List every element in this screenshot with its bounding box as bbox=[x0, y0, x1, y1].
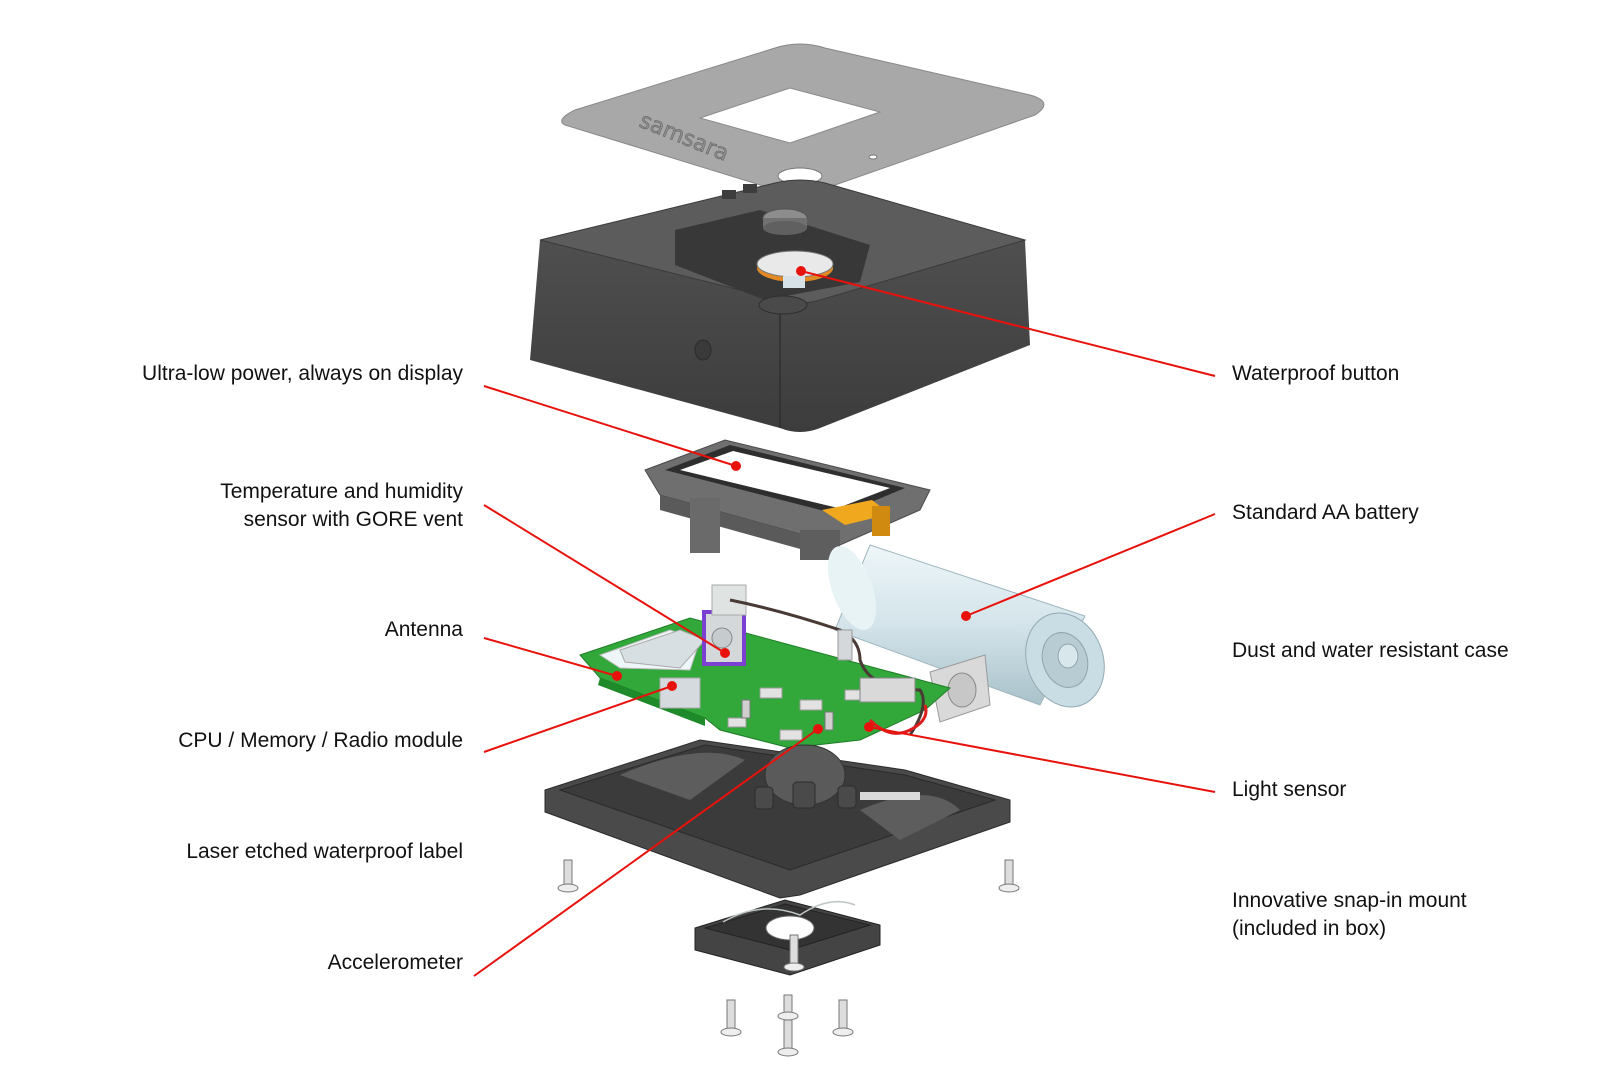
callout-aa-battery: Standard AA battery bbox=[1232, 499, 1419, 527]
leader-line-antenna bbox=[483, 637, 618, 677]
leader-dot-antenna bbox=[612, 671, 622, 681]
leader-dot-accelerometer bbox=[813, 724, 823, 734]
callout-case: Dust and water resistant case bbox=[1232, 637, 1509, 665]
callout-temp-humidity-line2: sensor with GORE vent bbox=[243, 508, 463, 531]
callout-aa-battery-text: Standard AA battery bbox=[1232, 501, 1419, 524]
callout-waterproof-button-text: Waterproof button bbox=[1232, 362, 1400, 385]
housing-case bbox=[530, 179, 1030, 432]
screw bbox=[720, 999, 742, 1037]
callout-waterproof-button: Waterproof button bbox=[1232, 360, 1399, 388]
callout-temp-humidity-line1: Temperature and humidity bbox=[220, 480, 463, 503]
leader-line-cpu-module bbox=[483, 685, 673, 753]
screw bbox=[777, 1019, 799, 1057]
callout-laser-label: Laser etched waterproof label bbox=[186, 838, 463, 866]
snap-in-mount bbox=[694, 899, 881, 976]
leader-line-waterproof-button bbox=[800, 270, 1216, 377]
callout-antenna-text: Antenna bbox=[384, 618, 463, 641]
leader-dot-waterproof-button bbox=[796, 266, 806, 276]
antenna-wire bbox=[729, 598, 925, 736]
screw bbox=[998, 859, 1020, 893]
callout-laser-label-text: Laser etched waterproof label bbox=[186, 840, 463, 863]
display-window-cutout bbox=[698, 87, 882, 144]
base-plate bbox=[544, 739, 1011, 899]
callout-leaders bbox=[473, 266, 1216, 977]
leader-dot-light-sensor bbox=[864, 722, 874, 732]
leader-dot-display bbox=[731, 461, 741, 471]
screw bbox=[557, 859, 579, 893]
callout-accelerometer: Accelerometer bbox=[328, 949, 463, 977]
leader-line-display bbox=[483, 385, 737, 467]
pcb-board bbox=[579, 584, 952, 749]
callout-display: Ultra-low power, always on display bbox=[142, 360, 463, 388]
callout-case-text: Dust and water resistant case bbox=[1232, 639, 1509, 662]
callout-mount-line1: Innovative snap-in mount bbox=[1232, 889, 1467, 912]
callout-temp-humidity: Temperature and humidity sensor with GOR… bbox=[220, 478, 463, 534]
leader-line-temp-humidity bbox=[483, 504, 726, 654]
callout-light-sensor: Light sensor bbox=[1232, 776, 1346, 804]
screws bbox=[557, 859, 1020, 1057]
callout-mount-line2: (included in box) bbox=[1232, 917, 1387, 940]
leader-line-accelerometer bbox=[473, 728, 819, 977]
screw bbox=[777, 994, 799, 1021]
callout-mount: Innovative snap-in mount (included in bo… bbox=[1232, 887, 1467, 943]
callout-cpu-module: CPU / Memory / Radio module bbox=[178, 727, 463, 755]
display-module bbox=[644, 439, 931, 560]
vent-hole bbox=[694, 339, 712, 361]
leader-line-aa-battery bbox=[965, 513, 1216, 617]
leader-dot-temp-humidity bbox=[720, 648, 730, 658]
callout-cpu-module-text: CPU / Memory / Radio module bbox=[178, 729, 463, 752]
leader-dot-aa-battery bbox=[961, 611, 971, 621]
faceplate: samsara bbox=[561, 43, 1045, 193]
callout-light-sensor-text: Light sensor bbox=[1232, 778, 1347, 801]
leader-dot-cpu-module bbox=[667, 681, 677, 691]
leader-line-light-sensor bbox=[868, 726, 1216, 793]
screw bbox=[832, 999, 854, 1037]
screw bbox=[783, 934, 805, 972]
callout-antenna: Antenna bbox=[385, 616, 463, 644]
aa-battery-part bbox=[827, 544, 1105, 708]
callout-accelerometer-text: Accelerometer bbox=[327, 951, 463, 974]
waterproof-button-part bbox=[756, 250, 834, 278]
callout-display-text: Ultra-low power, always on display bbox=[142, 362, 463, 385]
